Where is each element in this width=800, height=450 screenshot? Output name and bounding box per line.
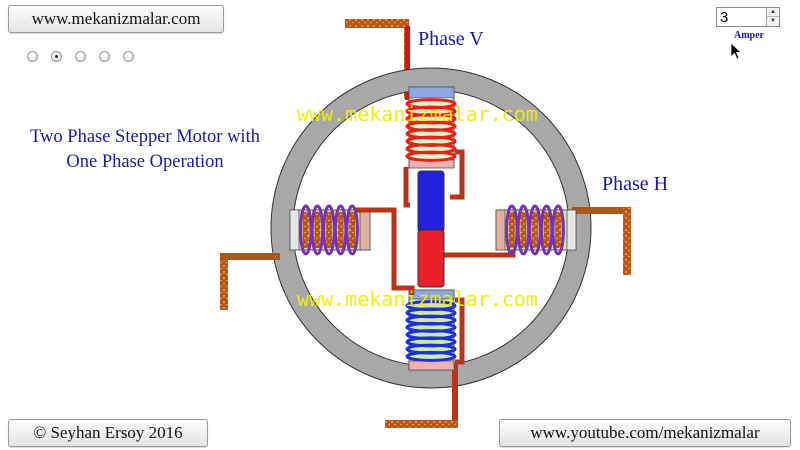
phase-h-coil-left [299, 204, 359, 256]
website-button-label: www.mekanizmalar.com [31, 9, 201, 28]
current-input[interactable] [717, 8, 765, 26]
phase-v-label: Phase V [418, 28, 484, 50]
phase-h-left-lead [220, 253, 280, 310]
stator-ring [271, 68, 591, 388]
phase-h-coil-right [505, 204, 565, 256]
mode-radio-3[interactable] [75, 51, 86, 62]
title-line-2: One Phase Operation [66, 152, 224, 172]
coil-turn [405, 150, 457, 162]
phase-v-bottom-lead [385, 362, 458, 428]
current-stepper: ▲ ▼ [716, 7, 780, 27]
title-line-1: Two Phase Stepper Motor with [30, 127, 260, 147]
website-button[interactable]: www.mekanizmalar.com [8, 5, 224, 33]
mode-radio-5[interactable] [123, 51, 134, 62]
phase-v-top-lead [345, 19, 410, 100]
mode-radio-2[interactable] [51, 51, 62, 62]
diagram-title: Two Phase Stepper Motor with One Phase O… [0, 125, 290, 175]
phase-h-label: Phase H [602, 173, 669, 195]
phase-h-right-lead [572, 207, 631, 275]
current-unit-label: Amper [734, 30, 764, 41]
mode-radio-4[interactable] [99, 51, 110, 62]
phase-v-coil-top [405, 98, 457, 162]
mode-radio-group [27, 51, 134, 62]
youtube-label: www.youtube.com/mekanizmalar [530, 423, 760, 442]
decrement-arrow-icon[interactable]: ▼ [766, 17, 779, 26]
coil-turn [405, 350, 457, 362]
phase-v-coil-bottom [405, 300, 457, 362]
watermark-bottom: www.mekanizmalar.com [297, 287, 538, 311]
copyright-label: © Seyhan Ersoy 2016 [33, 423, 183, 442]
increment-arrow-icon[interactable]: ▲ [766, 8, 779, 17]
mode-radio-1[interactable] [27, 51, 38, 62]
youtube-button[interactable]: www.youtube.com/mekanizmalar [499, 419, 791, 447]
rotor-magnet [417, 170, 445, 288]
watermark-top: www.mekanizmalar.com [297, 102, 538, 126]
copyright-button[interactable]: © Seyhan Ersoy 2016 [8, 419, 208, 447]
mouse-pointer-icon [730, 42, 742, 60]
